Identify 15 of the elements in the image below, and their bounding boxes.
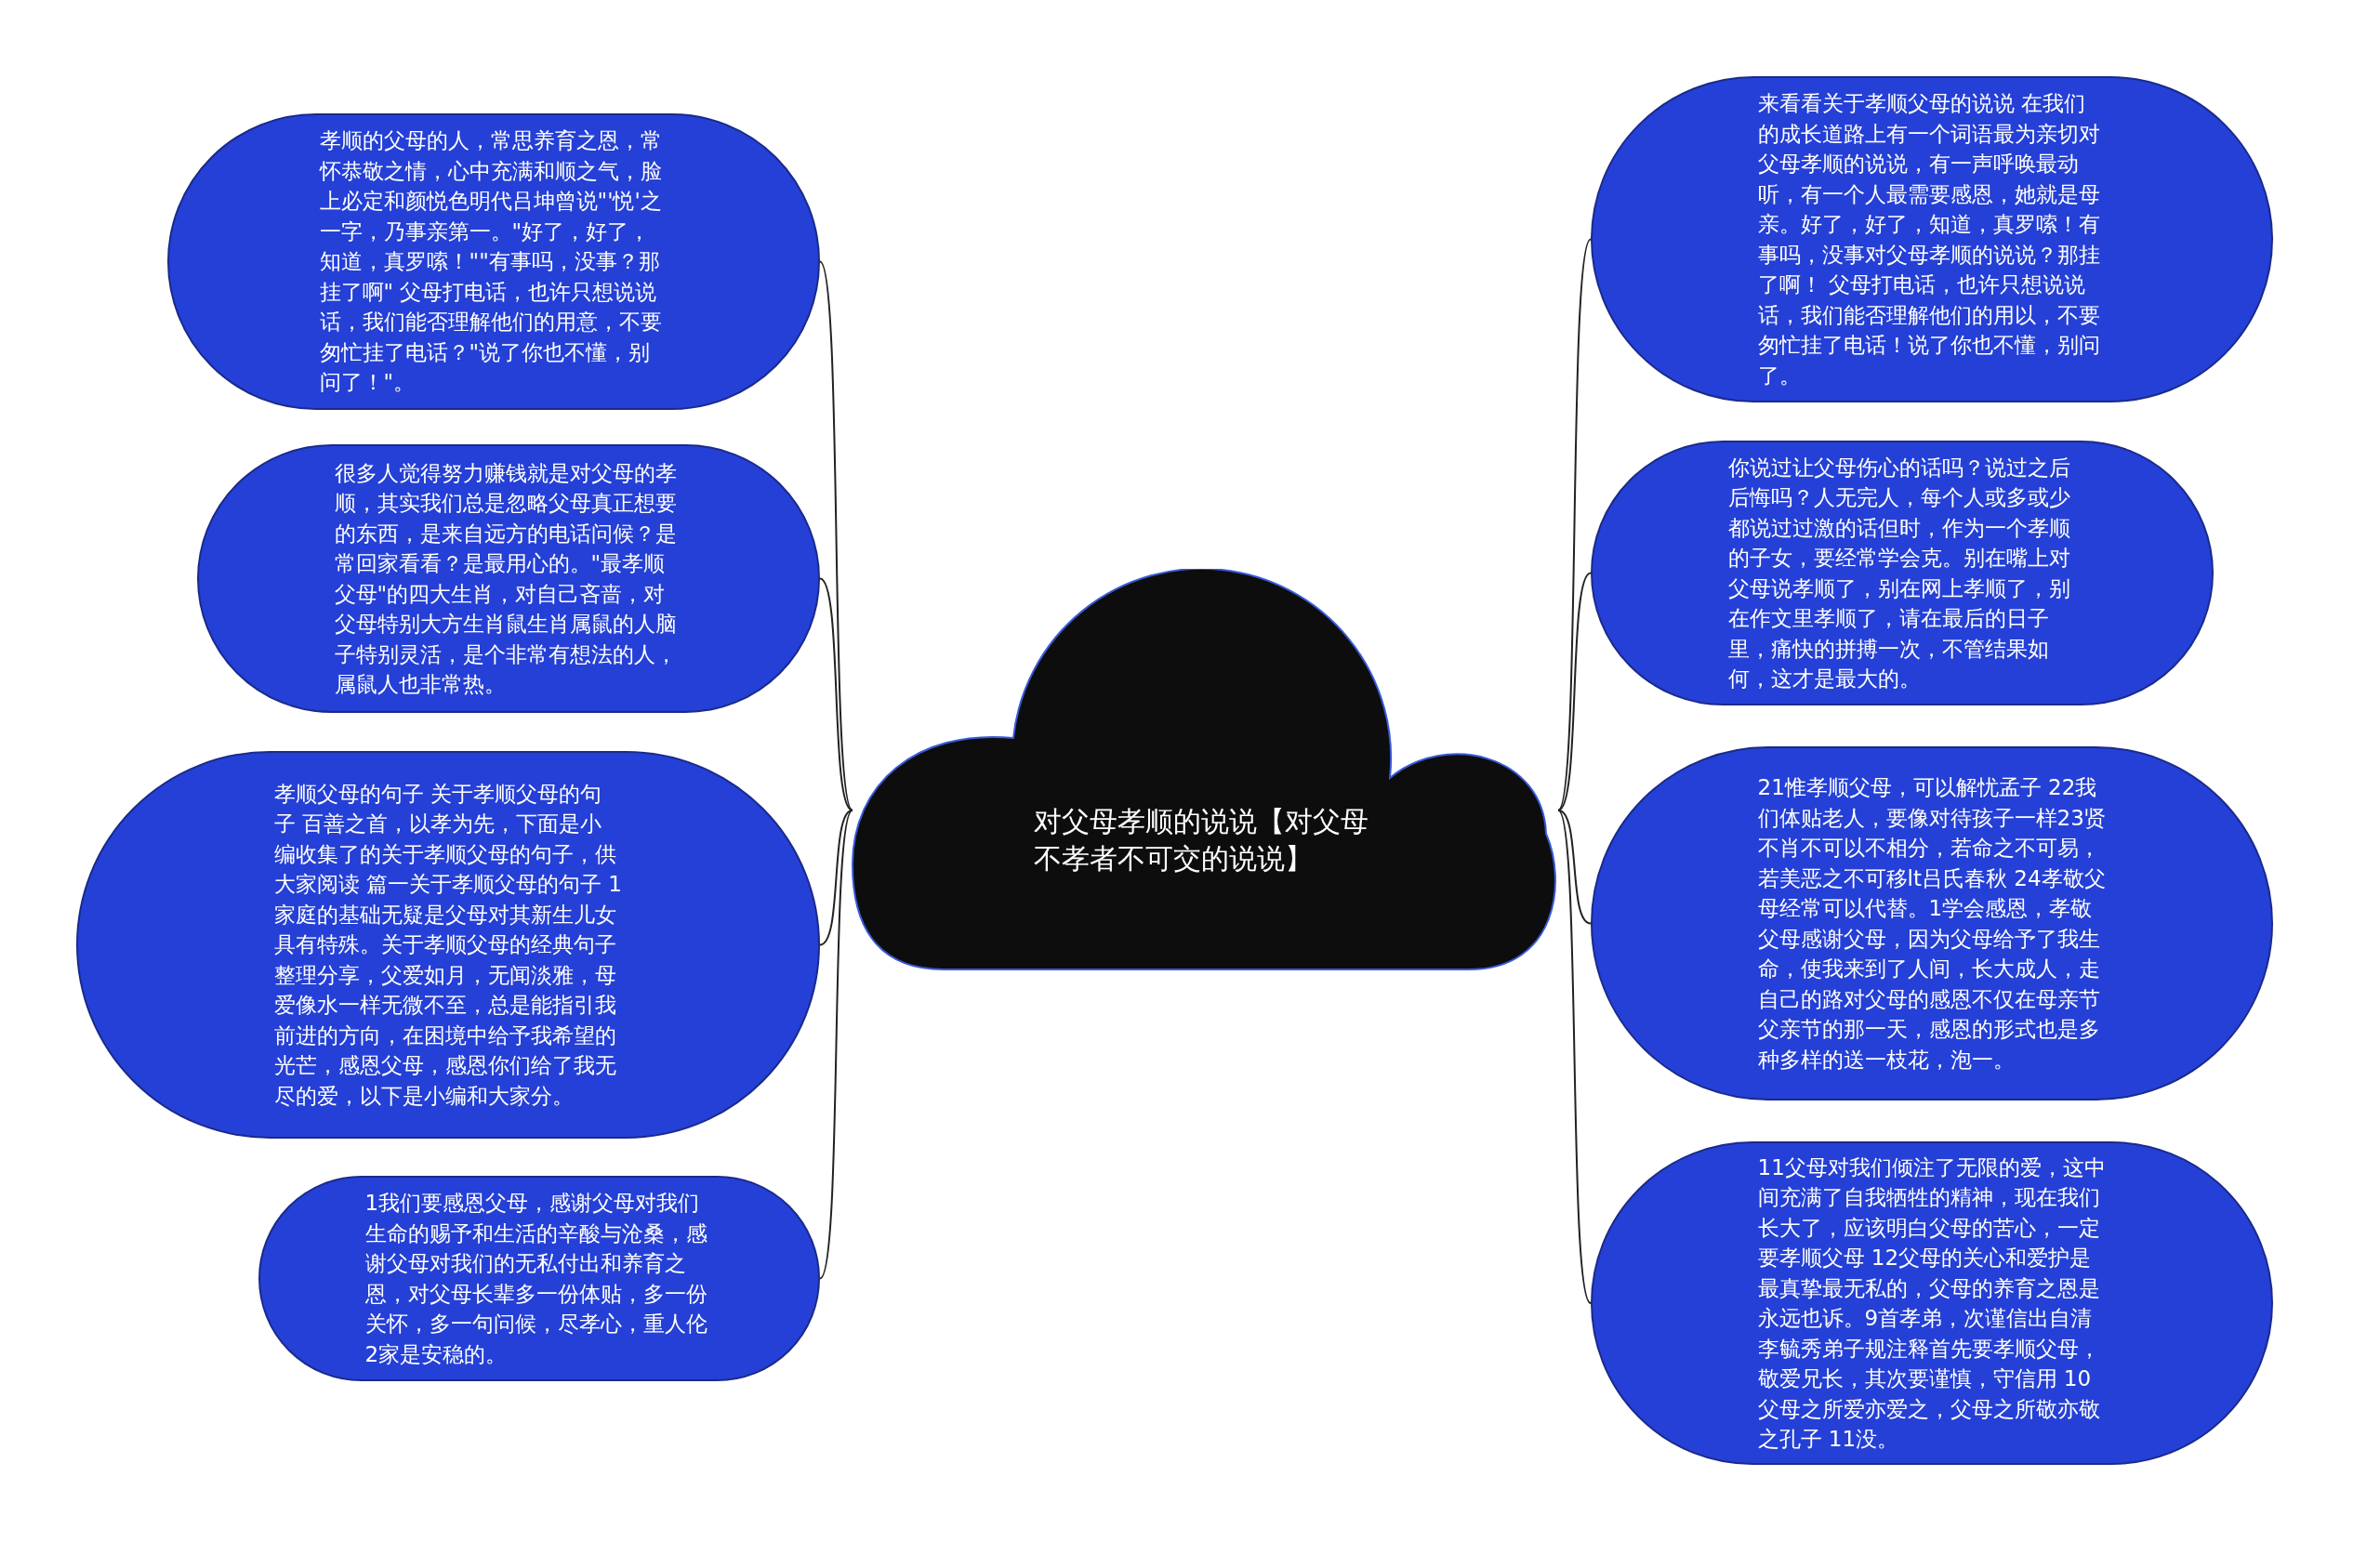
connector-line	[1557, 809, 1592, 925]
connector-line	[819, 809, 853, 946]
bubble-text: 孝顺的父母的人，常思养育之恩，常怀恭敬之情，心中充满和顺之气，脸上必定和颜悦色明代吕坤曾说"'悦'之一字，乃事亲第一。"好了，好了，知道，真罗嗦！""有事吗，没事？那挂了啊" 父母打电话，也许只想说说话，我们能否理解他们的用意，不要匆忙挂了电话？"说了你也不懂，别问了！"。	[319, 127, 663, 397]
connector-line	[1557, 809, 1592, 1304]
bubble-text: 你说过让父母伤心的话吗？说过之后后悔吗？人无完人，每个人或多或少都说过过激的话但时，作为一个孝顺的子女，要经常学会克。别在嘴上对父母说孝顺了，别在网上孝顺了，别在作文里孝顺了，请在最后的日子里，痛快的拼搏一次，不管结果如何，这才是最大的。	[1727, 454, 2071, 692]
bubble-text: 孝顺父母的句子 关于孝顺父母的句子 百善之首，以孝为先，下面是小编收集了的关于孝顺父母的句子，供大家阅读 篇一关于孝顺父母的句子 1家庭的基础无疑是父母对其新生儿女具有特殊。关于孝顺父母的经典句子整理分享，父爱如月，无闻淡雅，母爱像水一样无微不至，总是能指引我前进的方向，在困境中给予我希望的光芒，感恩父母，感恩你们给了我无尽的爱，以下是小编和大家分。	[273, 780, 623, 1110]
bubble-text: 11父母对我们倾注了无限的爱，这中间充满了自我牺牲的精神，现在我们长大了，应该明白父母的苦心，一定要孝顺父母 12父母的关心和爱护是最真挚最无私的，父母的养育之恩是永远也诉。9首孝弟，次谨信出自清李毓秀弟子规注释首先要孝顺父母，敬爱兄长，其次要谨慎，守信用 10父母之所爱亦爱之，父母之所敬亦敬之孔子 11没。	[1757, 1153, 2107, 1453]
topic-text: 对父母孝顺的说说【对父母不孝者不可交的说说】	[1033, 803, 1369, 876]
bubble-text: 来看看关于孝顺父母的说说 在我们的成长道路上有一个词语最为亲切对父母孝顺的说说，有一声呼唤最动听，有一个人最需要感恩，她就是母亲。好了，好了，知道，真罗嗦！有事吗，没事对父母孝顺的说说？那挂了啊！ 父母打电话，也许只想说说话，我们能否理解他们的用以，不要匆忙挂了电话！说了你也不懂，别问了。	[1757, 90, 2101, 389]
connector-line	[819, 809, 853, 1280]
connector-line	[1557, 572, 1592, 811]
bubble-text: 21惟孝顺父母，可以解忧孟子 22我们体贴老人，要像对待孩子一样23贤不肖不可以不相分，若命之不可易，若美恶之不可移lt吕氏春秋 24孝敬父母经常可以代替。1学会感恩，孝敬父母感谢父母，因为父母给予了我生命，使我来到了人间，长大成人，走自己的路对父母的感恩不仅在母亲节父亲节的那一天，感恩的形式也是多种多样的送一枝花，泡一。	[1757, 774, 2107, 1074]
connector-line	[819, 577, 853, 811]
bubble-text: 很多人觉得努力赚钱就是对父母的孝顺，其实我们总是忽略父母真正想要的东西，是来自远方的电话问候？是常回家看看？是最用心的。"最孝顺父母"的四大生肖，对自己吝啬，对父母特别大方生肖鼠生肖属鼠的人脑子特别灵活，是个非常有想法的人，属鼠人也非常热。	[334, 459, 678, 698]
bubble-text: 1我们要感恩父母，感谢父母对我们生命的赐予和生活的辛酸与沧桑，感谢父母对我们的无私付出和养育之恩，对父母长辈多一份体贴，多一份关怀，多一句问候，尽孝心，重人伦 2家是安稳的。	[364, 1190, 708, 1368]
